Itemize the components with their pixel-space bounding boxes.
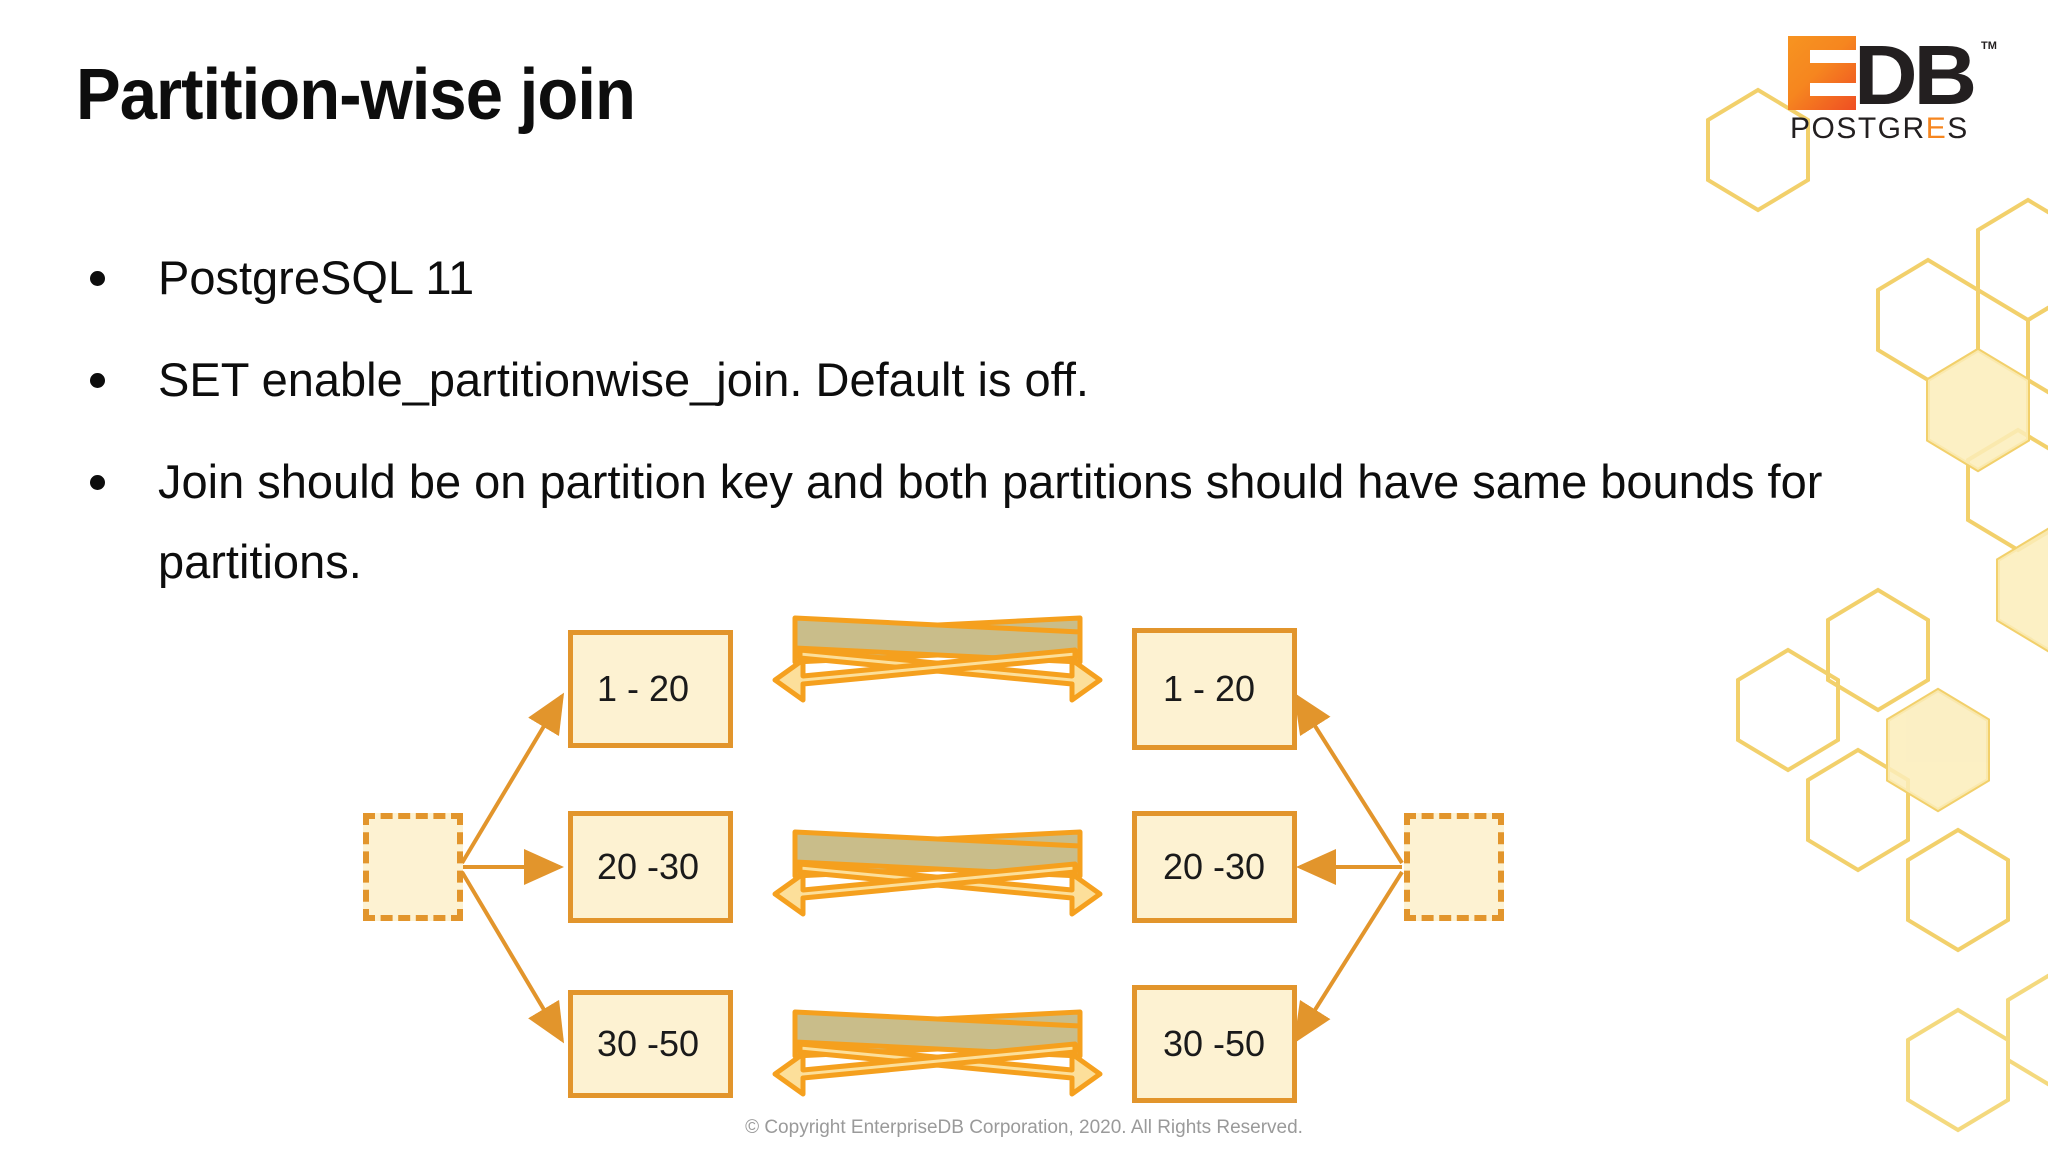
list-item: PostgreSQL 11: [76, 238, 1976, 318]
logo-trademark: TM: [1981, 40, 1997, 52]
right-partition-label-1: 1 - 20: [1163, 668, 1256, 709]
logo-e-block-icon: [1788, 36, 1856, 110]
bullet-dot-icon: [90, 475, 105, 490]
bullet-dot-icon: [90, 271, 105, 286]
right-partition-label-2: 20 -30: [1163, 846, 1266, 887]
logo-mark: DB TM: [1788, 33, 1997, 117]
edb-postgres-logo: DB TM POSTGRES: [1788, 33, 1998, 146]
logo-e-notch-top: [1810, 50, 1856, 63]
left-partition-box-2: 20 -30: [568, 811, 733, 923]
crossing-double-arrow-icon: [772, 829, 1103, 917]
list-item: SET enable_partitionwise_join. Default i…: [76, 340, 1976, 420]
left-partition-box-3: 30 -50: [568, 990, 733, 1098]
crossing-double-arrow-icon: [772, 1009, 1103, 1097]
logo-wordmark: POSTGRES: [1790, 112, 1969, 146]
partition-wise-join-diagram: 1 - 20 20 -30 30 -50 1 - 20 20 -30 30 -5…: [0, 600, 2048, 1103]
right-partition-label-3: 30 -50: [1163, 1023, 1266, 1064]
left-partition-label-2: 20 -30: [597, 846, 700, 887]
list-item-label: PostgreSQL 11: [158, 251, 475, 304]
diagram-connector-lines: [460, 692, 1404, 1044]
left-root-partition-box: [363, 813, 463, 921]
list-item: Join should be on partition key and both…: [76, 442, 1976, 602]
left-partition-label-1: 1 - 20: [597, 668, 690, 709]
page-title: Partition-wise join: [76, 55, 636, 135]
right-partition-box-1: 1 - 20: [1132, 628, 1297, 750]
bullet-dot-icon: [90, 373, 105, 388]
crossing-double-arrow-icon: [772, 615, 1103, 703]
right-root-partition-box: [1404, 813, 1504, 921]
logo-wordmark-accent: E: [1925, 112, 1948, 145]
left-partition-label-3: 30 -50: [597, 1023, 700, 1064]
logo-db-text: DB: [1854, 28, 1977, 122]
right-partition-box-2: 20 -30: [1132, 811, 1297, 923]
logo-e-notch-bottom: [1810, 83, 1856, 96]
join-connectors: [772, 615, 1103, 1097]
copyright-footer: © Copyright EnterpriseDB Corporation, 20…: [745, 1117, 1303, 1138]
list-item-label: SET enable_partitionwise_join. Default i…: [158, 353, 1089, 406]
right-partition-box-3: 30 -50: [1132, 985, 1297, 1103]
list-item-label: Join should be on partition key and both…: [158, 455, 1823, 588]
logo-wordmark-post: S: [1947, 112, 1969, 145]
bullet-list: PostgreSQL 11 SET enable_partitionwise_j…: [76, 238, 1976, 624]
left-partition-box-1: 1 - 20: [568, 630, 733, 748]
logo-wordmark-pre: POSTGR: [1790, 112, 1926, 145]
